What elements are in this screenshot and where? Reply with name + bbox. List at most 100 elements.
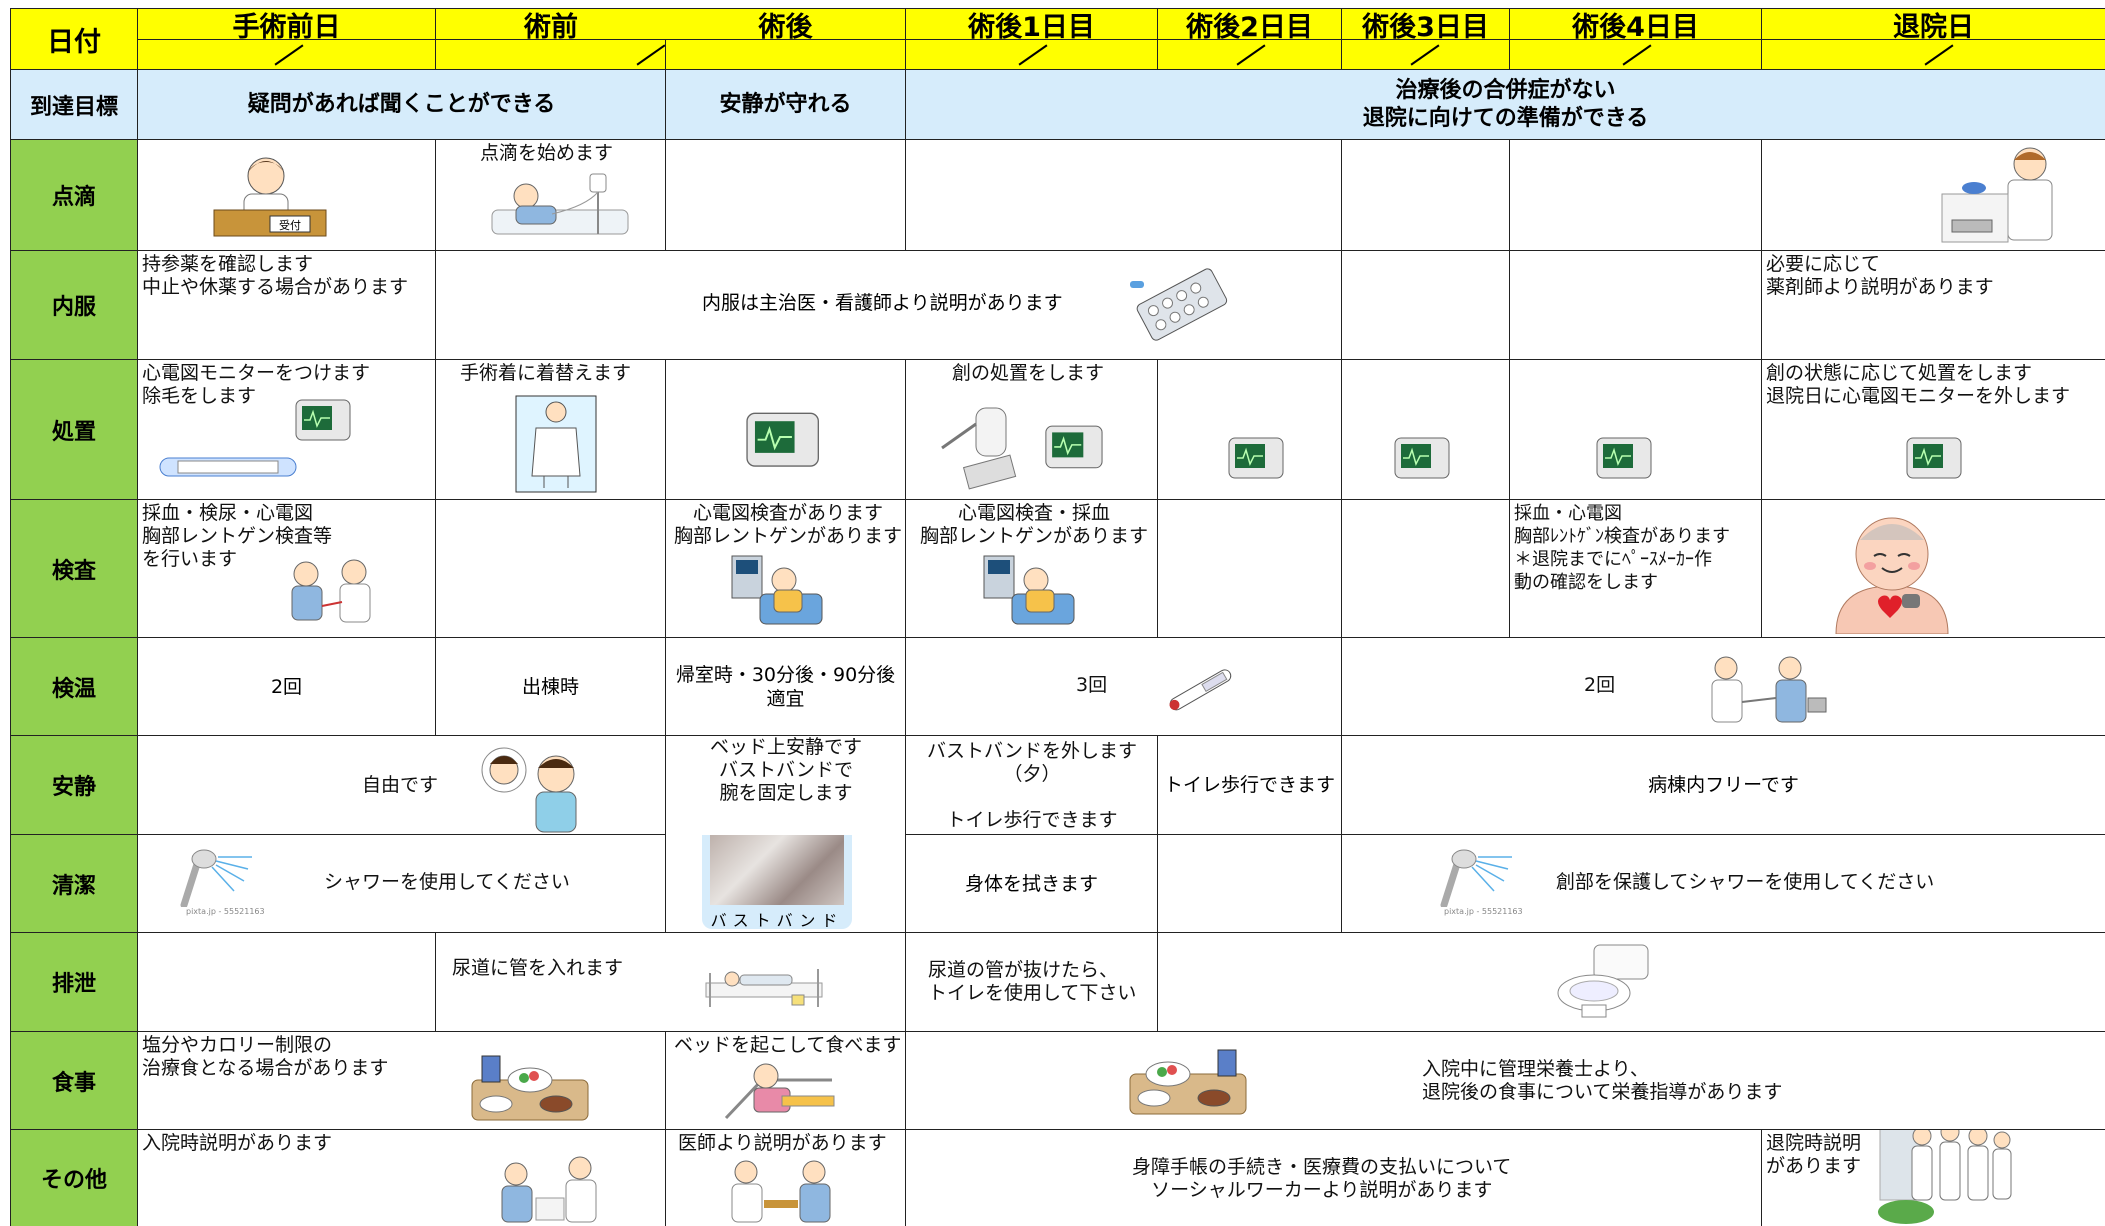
other-admission-text: 入院時説明があります — [142, 1132, 333, 1154]
meal-bed-text: ベッドを起こして食べます — [674, 1034, 902, 1056]
reception-nurse-icon: 受付 — [213, 157, 327, 237]
med-cell-2-5: 内服は主治医・看護師より説明があります — [436, 251, 1342, 360]
bedside-exam-icon — [731, 555, 823, 625]
ecg-monitor-icon — [295, 399, 351, 441]
hygiene-cell-1-2: pixta.jp - 55521163 シャワーを使用してください — [138, 835, 666, 933]
thermometer-icon — [1169, 669, 1232, 711]
goal-preop: 疑問があれば聞くことができる — [138, 70, 666, 140]
test-postop-text: 心電図検査があります 胸部レントゲンがあります — [674, 502, 903, 547]
ecg-monitor-icon — [1906, 437, 1962, 479]
row-label-tests: 検査 — [10, 500, 138, 638]
test-cell-1: 採血・検尿・心電図 胸部レントゲン検査等 を行います — [138, 500, 436, 638]
med-bring-text: 持参薬を確認します 中止や休薬する場合があります — [142, 253, 409, 298]
hygiene-cell-3: バストバンド — [666, 835, 906, 933]
pill-pack-icon — [1130, 268, 1228, 341]
meal-tray-icon — [471, 1055, 589, 1121]
nurse-checkup-icon — [1711, 656, 1827, 723]
iv-cell-1: 受付 — [138, 140, 436, 251]
patient-talking-icon — [481, 747, 577, 833]
date-slot-pod1 — [906, 40, 1158, 70]
date-slot-pod4 — [1510, 40, 1762, 70]
meal-nutrition-text: 入院中に管理栄養士より、 退院後の食事について栄養指導があります — [1422, 1058, 1783, 1103]
iv-cell-4-5 — [906, 140, 1342, 251]
row-label-medication: 内服 — [10, 251, 138, 360]
excretion-cell-1 — [138, 933, 436, 1032]
temp-cell-2: 出棟時 — [436, 638, 666, 736]
bust-band-photo: バストバンド — [702, 835, 852, 930]
doctor-consult-icon — [731, 1160, 831, 1223]
treat-wound-text: 創の処置をします — [952, 362, 1105, 384]
rest-cell-6-8: 病棟内フリーです — [1342, 736, 2105, 835]
test-cell-8 — [1762, 500, 2105, 638]
ecg-monitor-icon — [746, 412, 819, 467]
excretion-catheter-text: 尿道に管を入れます — [452, 957, 624, 979]
med-cell-6 — [1342, 251, 1510, 360]
surgical-gown-icon — [515, 395, 597, 493]
med-cell-7 — [1510, 251, 1762, 360]
treat-gown-text: 手術着に着替えます — [460, 362, 632, 384]
iv-cell-7 — [1510, 140, 1762, 251]
date-header: 日付 — [10, 8, 138, 70]
date-slot-pod2 — [1158, 40, 1342, 70]
test-cell-3: 心電図検査があります 胸部レントゲンがあります — [666, 500, 906, 638]
row-label-treatment: 処置 — [10, 360, 138, 500]
excretion-cell-5-8 — [1158, 933, 2105, 1032]
shower-image-credit: pixta.jp - 55521163 — [1444, 907, 1523, 916]
goal-label: 到達目標 — [10, 70, 138, 140]
day-header-pod4: 術後4日目 — [1510, 8, 1762, 40]
test-cell-4: 心電図検査・採血 胸部レントゲンがあります — [906, 500, 1158, 638]
row-label-temperature: 検温 — [10, 638, 138, 736]
excretion-cell-2-3: 尿道に管を入れます — [436, 933, 906, 1032]
hygiene-cell-6-8: pixta.jp - 55521163 創部を保護してシャワーを使用してください — [1342, 835, 2105, 933]
hygiene-cell-4: 身体を拭きます — [906, 835, 1158, 933]
rest-cell-5: トイレ歩行できます — [1158, 736, 1342, 835]
ecg-monitor-icon — [1045, 425, 1103, 469]
goal-postop: 安静が守れる — [666, 70, 906, 140]
test-pod1-text: 心電図検査・採血 胸部レントゲンがあります — [920, 502, 1149, 547]
temp-cell-3: 帰室時・30分後・90分後 適宜 — [666, 638, 906, 736]
test-preop-text: 採血・検尿・心電図 胸部レントゲン検査等 を行います — [142, 502, 333, 570]
toilet-icon — [1557, 944, 1649, 1018]
treat-cell-6 — [1342, 360, 1510, 500]
ecg-monitor-icon — [1228, 437, 1284, 479]
meal-cell-3: ベッドを起こして食べます — [666, 1032, 906, 1130]
admission-explain-icon — [501, 1156, 597, 1223]
ecg-monitor-icon — [1596, 437, 1652, 479]
hygiene-cell-5 — [1158, 835, 1342, 933]
rest-cell-1-2: 自由です — [138, 736, 666, 835]
shower-head-icon — [1440, 849, 1512, 907]
row-label-excretion: 排泄 — [10, 933, 138, 1032]
goal-recovery: 治療後の合併症がない 退院に向けての準備ができる — [906, 70, 2105, 140]
blood-draw-icon — [291, 559, 371, 623]
meal-tray-icon — [1129, 1049, 1247, 1115]
treat-ecg-text: 心電図モニターをつけます 除毛をします — [142, 362, 371, 407]
treat-cell-5 — [1158, 360, 1342, 500]
pacemaker-patient-icon — [1835, 517, 1949, 634]
day-header-pod3: 術後3日目 — [1342, 8, 1510, 40]
med-pharmacist-text: 必要に応じて 薬剤師より説明があります — [1766, 253, 1994, 298]
bust-band-caption: バストバンド — [710, 911, 844, 930]
row-label-hygiene: 清潔 — [10, 835, 138, 933]
bust-band-image — [710, 835, 844, 905]
test-pacemaker-text: 採血・心電図 胸部ﾚﾝﾄｹﾞﾝ検査があります ＊退院までにﾍﾟｰｽﾒｰｶｰ作 動… — [1514, 503, 1730, 593]
test-cell-7: 採血・心電図 胸部ﾚﾝﾄｹﾞﾝ検査があります ＊退院までにﾍﾟｰｽﾒｰｶｰ作 動… — [1510, 500, 1762, 638]
bed-meal-icon — [724, 1063, 835, 1120]
pharmacist-icon — [1941, 147, 2053, 243]
treat-discharge-text: 創の状態に応じて処置をします 退院日に心電図モニターを外します — [1766, 362, 2071, 407]
date-slot-preop-day — [138, 40, 436, 70]
test-cell-5 — [1158, 500, 1342, 638]
treat-cell-7 — [1510, 360, 1762, 500]
medical-staff-group-icon — [1878, 1130, 2012, 1224]
other-cell-4-7: 身障手帳の手続き・医療費の支払いについて ソーシャルワーカーより説明があります — [906, 1130, 1762, 1226]
date-slot-preop — [436, 40, 666, 70]
other-cell-3: 医師より説明があります — [666, 1130, 906, 1226]
other-cell-8: 退院時説明 があります — [1762, 1130, 2105, 1226]
row-label-rest: 安静 — [10, 736, 138, 835]
iv-cell-3 — [666, 140, 906, 251]
excretion-cell-4: 尿道の管が抜けたら、 トイレを使用して下さい — [906, 933, 1158, 1032]
rest-bedrest-text: ベッド上安静です バストバンドで 腕を固定します — [709, 736, 862, 804]
day-header-preop: 術前 — [436, 8, 666, 40]
med-cell-1: 持参薬を確認します 中止や休薬する場合があります — [138, 251, 436, 360]
date-slot-postop — [666, 40, 906, 70]
